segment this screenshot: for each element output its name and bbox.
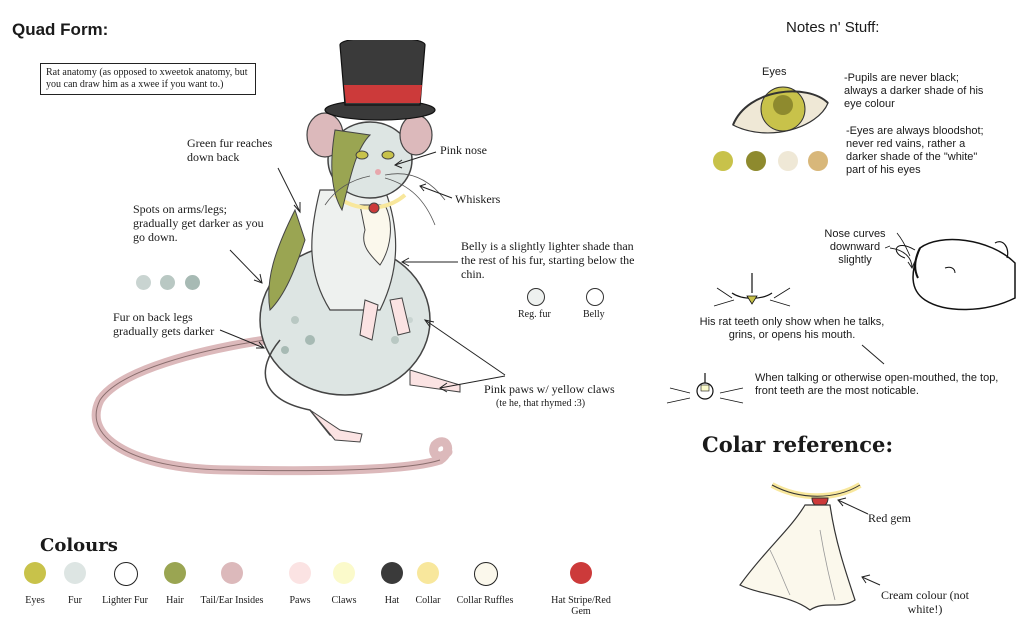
colour-label: Collar — [415, 595, 441, 606]
cream-note: Cream colour (not white!) — [881, 588, 969, 616]
pupils-note: -Pupils are never black; always a darker… — [844, 72, 984, 110]
colour-label: Hat Stripe/Red Gem — [551, 595, 611, 617]
colour-label: Eyes — [25, 595, 45, 606]
collar-reference-title: Colar reference: — [702, 432, 894, 457]
colour-swatch-fur — [64, 562, 86, 584]
nose-curves-note: Nose curves downward slightly — [824, 228, 886, 266]
spot-swatch-3 — [185, 275, 200, 290]
bloodshot-note: -Eyes are always bloodshot; never red va… — [846, 125, 984, 176]
red-gem-note: Red gem — [868, 511, 911, 525]
belly-swatch — [586, 288, 604, 306]
whiskers-note: Whiskers — [455, 192, 501, 206]
colours-title: Colours — [40, 535, 118, 556]
colour-swatch-eyes — [24, 562, 46, 584]
reg-fur-swatch — [527, 288, 545, 306]
back-legs-note: Fur on back legs gradually gets darker — [113, 310, 215, 338]
collar-illustration — [739, 482, 862, 611]
spots-note: Spots on arms/legs; gradually get darker… — [133, 202, 264, 244]
spot-swatch-2 — [160, 275, 175, 290]
eyes-label: Eyes — [762, 66, 787, 78]
colour-swatch-hair — [164, 562, 186, 584]
belly-label: Belly — [583, 309, 605, 320]
reg-fur-label: Reg. fur — [518, 309, 551, 320]
colour-swatch-paws — [289, 562, 311, 584]
paws-subnote: (te he, that rhymed :3) — [496, 398, 586, 409]
colour-label: Tail/Ear Insides — [200, 595, 264, 606]
colour-swatch-collar — [417, 562, 439, 584]
belly-note: Belly is a slightly lighter shade than t… — [461, 239, 635, 281]
closed-mouth-sketch — [713, 273, 791, 307]
colour-label: Paws — [289, 595, 311, 606]
annotation-arrows — [219, 151, 506, 393]
eye-diagram — [732, 86, 829, 134]
open-mouth-sketch — [666, 373, 744, 404]
colour-label: Hat — [384, 595, 400, 606]
notes-title: Notes n' Stuff: — [786, 19, 880, 36]
colour-label: Collar Ruffles — [456, 595, 514, 606]
eye-swatch-2 — [746, 151, 766, 171]
paws-note: Pink paws w/ yellow claws — [484, 382, 615, 396]
anatomy-note-box: Rat anatomy (as opposed to xweetok anato… — [40, 63, 256, 95]
talking-note: When talking or otherwise open-mouthed, … — [755, 372, 999, 397]
rat-head-sketch — [885, 232, 1016, 311]
colour-label: Claws — [331, 595, 357, 606]
pink-nose-note: Pink nose — [440, 143, 488, 157]
colour-swatch-claws — [333, 562, 355, 584]
green-fur-note: Green fur reaches down back — [187, 136, 273, 164]
colour-swatch-tail-ear-insides — [221, 562, 243, 584]
colour-label: Fur — [68, 595, 82, 606]
colour-swatch-hat-stripe-red-gem — [570, 562, 592, 584]
quad-form-title: Quad Form: — [12, 20, 109, 39]
teeth-note: His rat teeth only show when he talks, g… — [699, 316, 885, 341]
eye-swatch-3 — [778, 151, 798, 171]
eye-swatch-4 — [808, 151, 828, 171]
colour-swatch-hat — [381, 562, 403, 584]
rat-illustration — [91, 40, 461, 476]
eye-swatch-1 — [713, 151, 733, 171]
colour-swatch-lighter-fur — [114, 562, 138, 586]
colour-swatch-collar-ruffles — [474, 562, 498, 586]
colour-label: Hair — [166, 595, 184, 606]
spot-swatch-1 — [136, 275, 151, 290]
colour-label: Lighter Fur — [102, 595, 148, 606]
